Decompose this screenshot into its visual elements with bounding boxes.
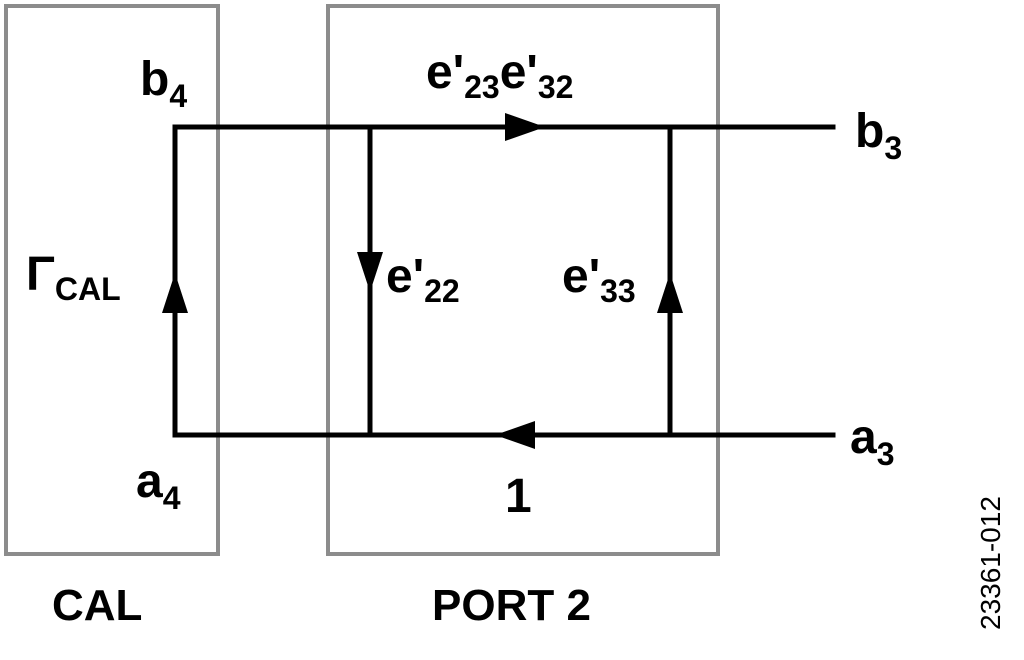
- e22-label: e'22: [386, 250, 460, 309]
- node-b3-label: b3: [855, 105, 902, 166]
- e33-label: e'33: [562, 250, 636, 309]
- arrow-right-icon: [505, 113, 545, 141]
- unity-gain-label: 1: [505, 470, 532, 523]
- arrow-up-icon: [162, 273, 188, 313]
- cal-caption: CAL: [52, 581, 142, 630]
- gamma-cal-label: ΓCAL: [26, 248, 121, 307]
- e23-e32-label: e'23e'32: [426, 46, 573, 105]
- arrow-down-icon: [357, 252, 383, 292]
- arrow-left-icon: [495, 421, 535, 449]
- port2-caption: PORT 2: [432, 581, 591, 630]
- arrow-up-icon: [657, 273, 683, 313]
- port2-block: [326, 4, 720, 556]
- cal-block: [4, 4, 220, 556]
- figure-id: 23361-012: [975, 496, 1006, 630]
- node-b4-label: b4: [140, 53, 187, 114]
- node-a3-label: a3: [850, 411, 895, 472]
- node-a4-label: a4: [136, 455, 181, 516]
